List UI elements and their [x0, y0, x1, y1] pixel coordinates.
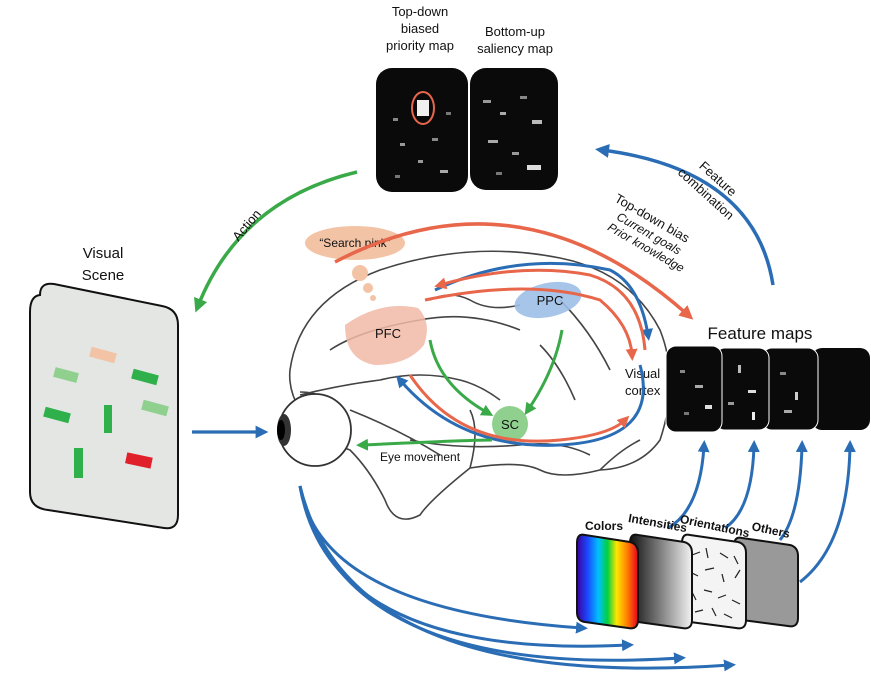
svg-text:Colors: Colors [585, 519, 623, 533]
feature-map-tiles [665, 345, 870, 433]
channel-colors: Colors [576, 519, 639, 630]
action-arrow [194, 170, 358, 313]
saliency-map [470, 68, 558, 190]
svg-text:saliency map: saliency map [477, 41, 553, 56]
channel-to-featuremap-arrows [667, 440, 856, 584]
topdown-bias-arrow [334, 222, 694, 320]
visual-scene-panel [29, 282, 179, 530]
thought-bubble: “Search pink” [305, 226, 405, 301]
feature-maps-title: Feature maps [708, 324, 813, 343]
svg-text:Visual: Visual [83, 245, 124, 262]
target-highlight [411, 91, 435, 125]
svg-text:biased: biased [401, 21, 439, 36]
ppc-region: PPC [514, 281, 582, 319]
eye-icon [277, 391, 352, 467]
priority-map [376, 68, 468, 192]
action-label: Action [229, 206, 264, 243]
svg-text:Scene: Scene [82, 267, 125, 284]
eye-to-channel-arrows [298, 485, 736, 672]
svg-text:SC: SC [501, 417, 519, 432]
svg-text:Feature maps: Feature maps [708, 324, 813, 343]
sc-region: SC [492, 406, 528, 442]
visual-scene-label: Visual Scene [82, 245, 125, 284]
svg-text:Top-down: Top-down [392, 4, 448, 19]
svg-text:Intensities: Intensities [627, 511, 688, 535]
svg-text:PFC: PFC [375, 326, 401, 341]
svg-text:PPC: PPC [537, 293, 564, 308]
svg-text:Bottom-up: Bottom-up [485, 24, 545, 39]
svg-text:priority map: priority map [386, 38, 454, 53]
svg-text:Action: Action [229, 206, 264, 243]
pfc-region: PFC [345, 306, 427, 365]
svg-text:Eye movement: Eye movement [380, 450, 461, 464]
internal-pathways [356, 261, 653, 451]
bottomup-map-label: Bottom-up saliency map [477, 24, 553, 56]
feature-combination-label: Feature combination [675, 158, 740, 223]
feature-combination-arrow [595, 143, 775, 286]
svg-text:Others: Others [750, 519, 791, 541]
topdown-map-label: Top-down biased priority map [386, 4, 454, 53]
eye-movement-label: Eye movement [380, 450, 461, 464]
